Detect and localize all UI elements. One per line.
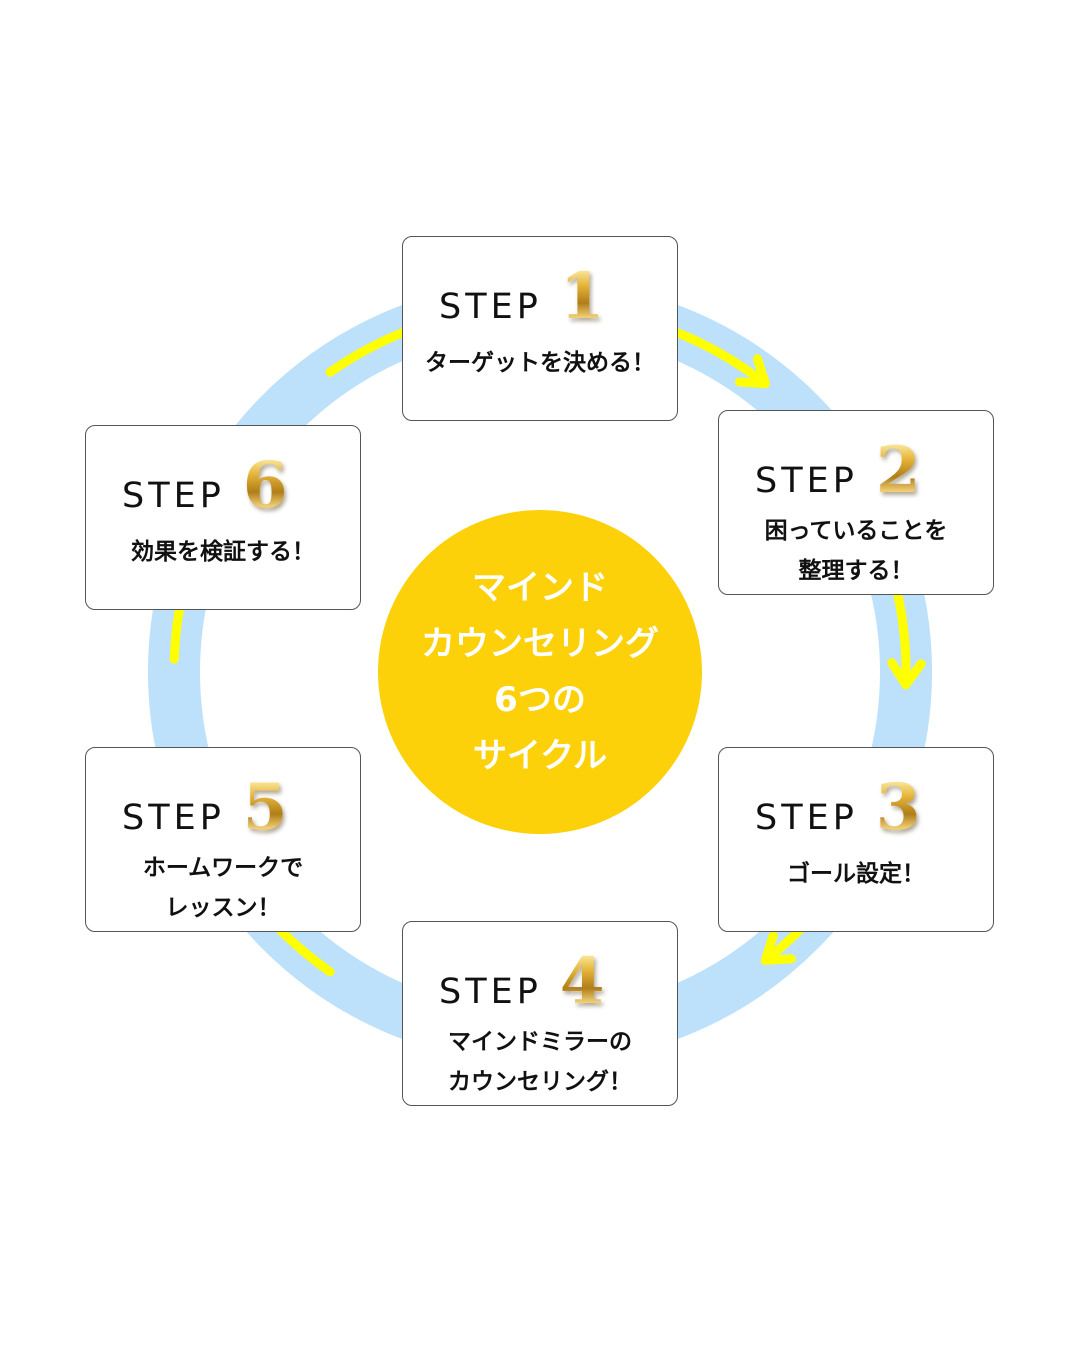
center-title-line: マインド [472, 568, 608, 608]
step-card-2: STEP 2 困っていることを 整理する！ [718, 410, 994, 595]
center-title-line: 6つの [494, 680, 586, 720]
step-label: STEP [122, 798, 225, 838]
gold-balloon-number-2-icon: 2 [875, 433, 921, 508]
step-heading: STEP 5 [122, 770, 288, 845]
step-label: STEP [439, 972, 542, 1012]
step-card-5: STEP 5 ホームワークで レッスン！ [85, 747, 361, 932]
arrowhead-icon [887, 658, 926, 690]
step-description-line: カウンセリング！ [448, 1069, 632, 1095]
step-description: ターゲットを決める！ [403, 343, 677, 383]
gold-balloon-number-1-icon: 1 [559, 259, 605, 334]
step-heading: STEP 1 [439, 259, 605, 334]
step-card-4: STEP 4 マインドミラーの カウンセリング！ [402, 921, 678, 1106]
step-description: 困っていることを 整理する！ [719, 511, 993, 591]
step-label: STEP [122, 476, 225, 516]
step-card-6: STEP 6 効果を検証する！ [85, 425, 361, 610]
step-description-line: 困っていることを [764, 518, 948, 544]
center-title-line: カウンセリング [421, 624, 659, 664]
arrowhead-icon [760, 931, 796, 965]
gold-balloon-number-3-icon: 3 [875, 770, 921, 845]
step-card-3: STEP 3 ゴール設定！ [718, 747, 994, 932]
step-description-line: ゴール設定！ [787, 861, 925, 887]
step-description-line: マインドミラーの [448, 1029, 632, 1055]
step-label: STEP [755, 461, 858, 501]
gold-balloon-number-6-icon: 6 [242, 448, 288, 523]
step-label: STEP [439, 287, 542, 327]
step-description: 効果を検証する！ [86, 532, 360, 572]
arrowhead-icon [734, 354, 770, 389]
step-heading: STEP 3 [755, 770, 921, 845]
step-description: ゴール設定！ [719, 854, 993, 894]
step-heading: STEP 4 [439, 944, 605, 1019]
step-description-line: ターゲットを決める！ [425, 350, 655, 376]
step-description: ホームワークで レッスン！ [86, 848, 360, 928]
step-description-line: 効果を検証する！ [131, 539, 315, 565]
center-title-line: サイクル [472, 736, 608, 776]
step-label: STEP [755, 798, 858, 838]
step-heading: STEP 2 [755, 433, 921, 508]
step-card-1: STEP 1 ターゲットを決める！ [402, 236, 678, 421]
gold-balloon-number-5-icon: 5 [242, 770, 288, 845]
step-description-line: レッスン！ [165, 895, 281, 921]
gold-balloon-number-4-icon: 4 [559, 944, 605, 1019]
step-description: マインドミラーの カウンセリング！ [403, 1022, 677, 1102]
center-title-circle: マインド カウンセリング 6つの サイクル [378, 510, 702, 834]
step-description-line: 整理する！ [798, 558, 914, 584]
step-heading: STEP 6 [122, 448, 288, 523]
step-description-line: ホームワークで [142, 855, 304, 881]
